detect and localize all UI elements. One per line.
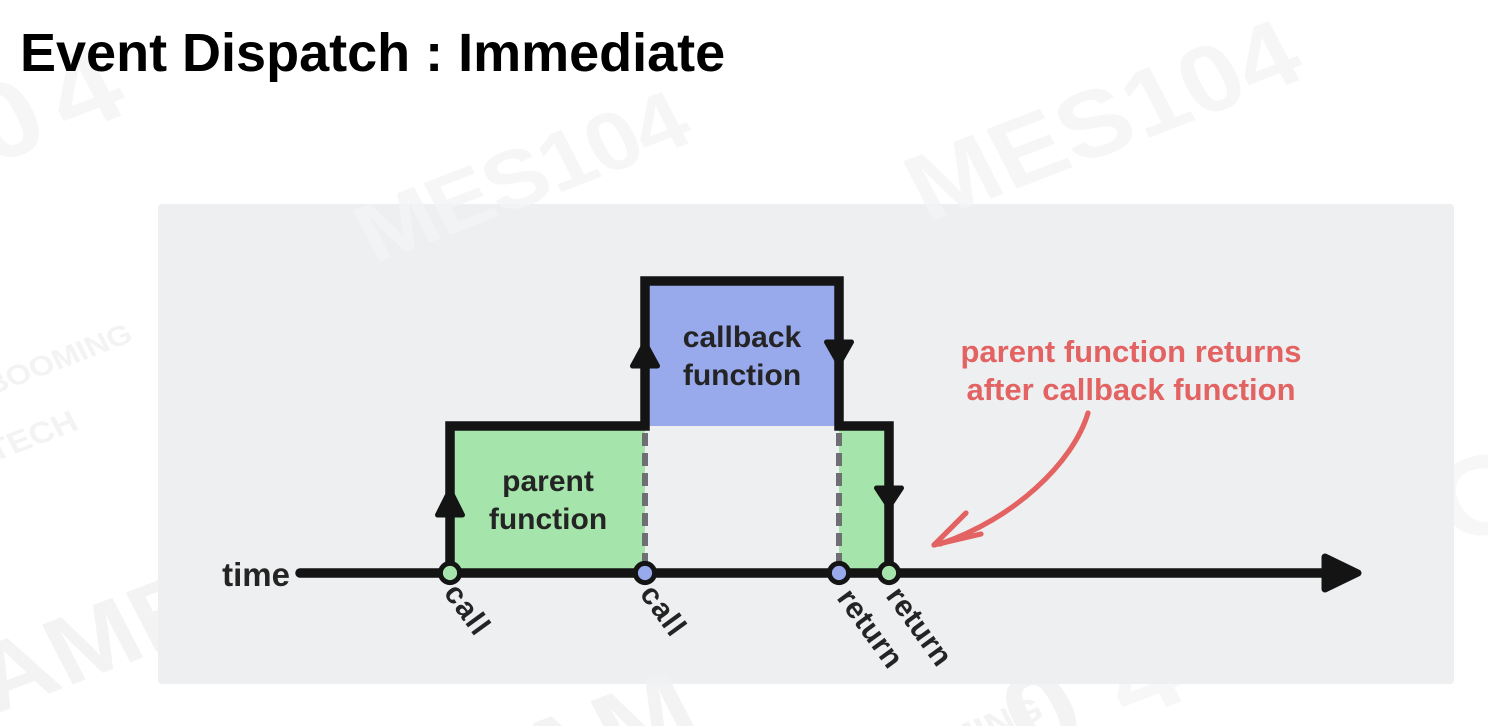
svg-text:callback: callback bbox=[683, 321, 802, 354]
svg-text:parent: parent bbox=[502, 465, 594, 498]
svg-text:after callback function: after callback function bbox=[966, 372, 1295, 407]
svg-text:BOOMING: BOOMING bbox=[0, 318, 138, 401]
svg-text:time: time bbox=[222, 556, 290, 593]
svg-text:function: function bbox=[489, 503, 607, 536]
svg-text:Event Dispatch : Immediate: Event Dispatch : Immediate bbox=[20, 23, 725, 83]
svg-text:parent function returns: parent function returns bbox=[960, 334, 1301, 369]
svg-text:TECH: TECH bbox=[0, 404, 84, 468]
svg-text:function: function bbox=[683, 359, 801, 392]
